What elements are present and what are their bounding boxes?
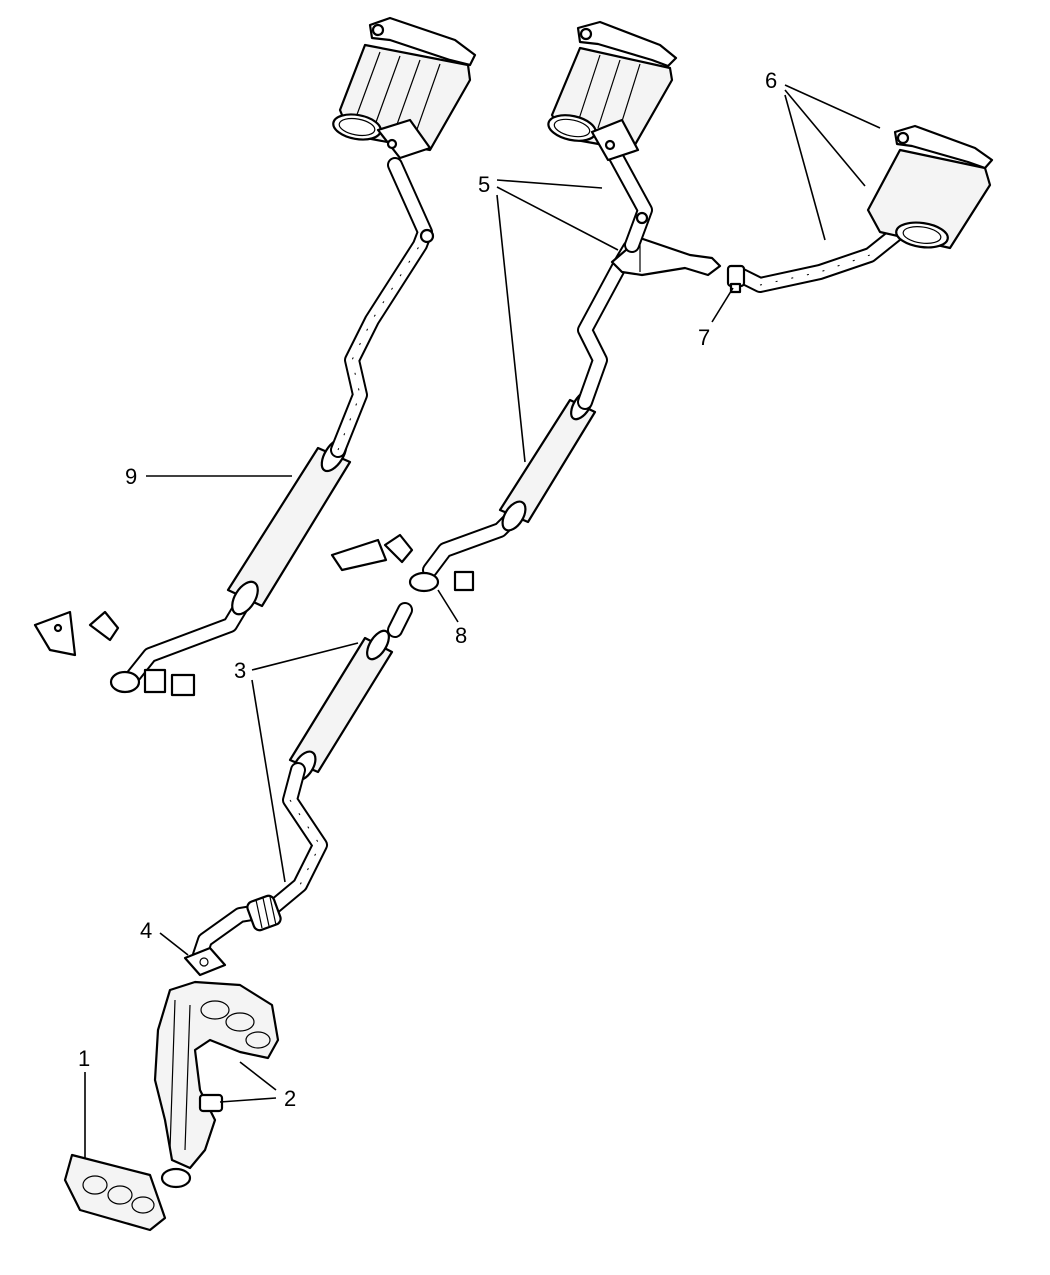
rear-muffler-center [547, 20, 678, 162]
callout-8: 8 [455, 623, 467, 648]
callout-7: 7 [698, 325, 710, 350]
leader-lines [84, 84, 881, 1158]
callout-9: 9 [125, 464, 137, 489]
callout-1: 1 [78, 1046, 90, 1071]
leader-6a [784, 84, 881, 129]
callout-2: 2 [284, 1086, 296, 1111]
leader-6b [784, 89, 866, 187]
leader-6c [784, 94, 826, 241]
resonator-left [226, 437, 352, 616]
leader-7 [711, 287, 734, 323]
leader-3b [251, 679, 286, 883]
callout-5: 5 [478, 172, 490, 197]
tailpipe-muffler-right [726, 124, 994, 294]
rear-muffler-left [332, 16, 477, 160]
leader-2a [239, 1061, 277, 1091]
leader-5c [496, 194, 526, 463]
rear-muffler-right [866, 124, 994, 250]
exhaust-manifold [153, 980, 280, 1189]
leader-3a [251, 642, 359, 671]
callout-6: 6 [765, 68, 777, 93]
leader-2b [219, 1097, 277, 1103]
leader-5a [496, 179, 603, 189]
leader-4 [159, 932, 189, 956]
leader-8 [437, 589, 459, 623]
callout-3: 3 [234, 658, 246, 683]
flange-gasket-part-4 [183, 946, 227, 977]
flex-joint [246, 894, 282, 932]
callout-4: 4 [140, 918, 152, 943]
clamp-part-7 [726, 264, 746, 294]
callout-numbers: 1 2 3 4 5 6 7 8 9 [78, 68, 777, 1111]
flange-bracket-center [330, 533, 475, 593]
flange-bracket-left [33, 610, 196, 697]
manifold-gasket-part-1 [63, 1153, 167, 1232]
exhaust-assembly-center [330, 20, 722, 593]
leader-5b [496, 186, 619, 251]
front-pipe-resonator [192, 602, 413, 963]
resonator-front [288, 629, 394, 782]
exhaust-assembly-left [33, 16, 477, 697]
